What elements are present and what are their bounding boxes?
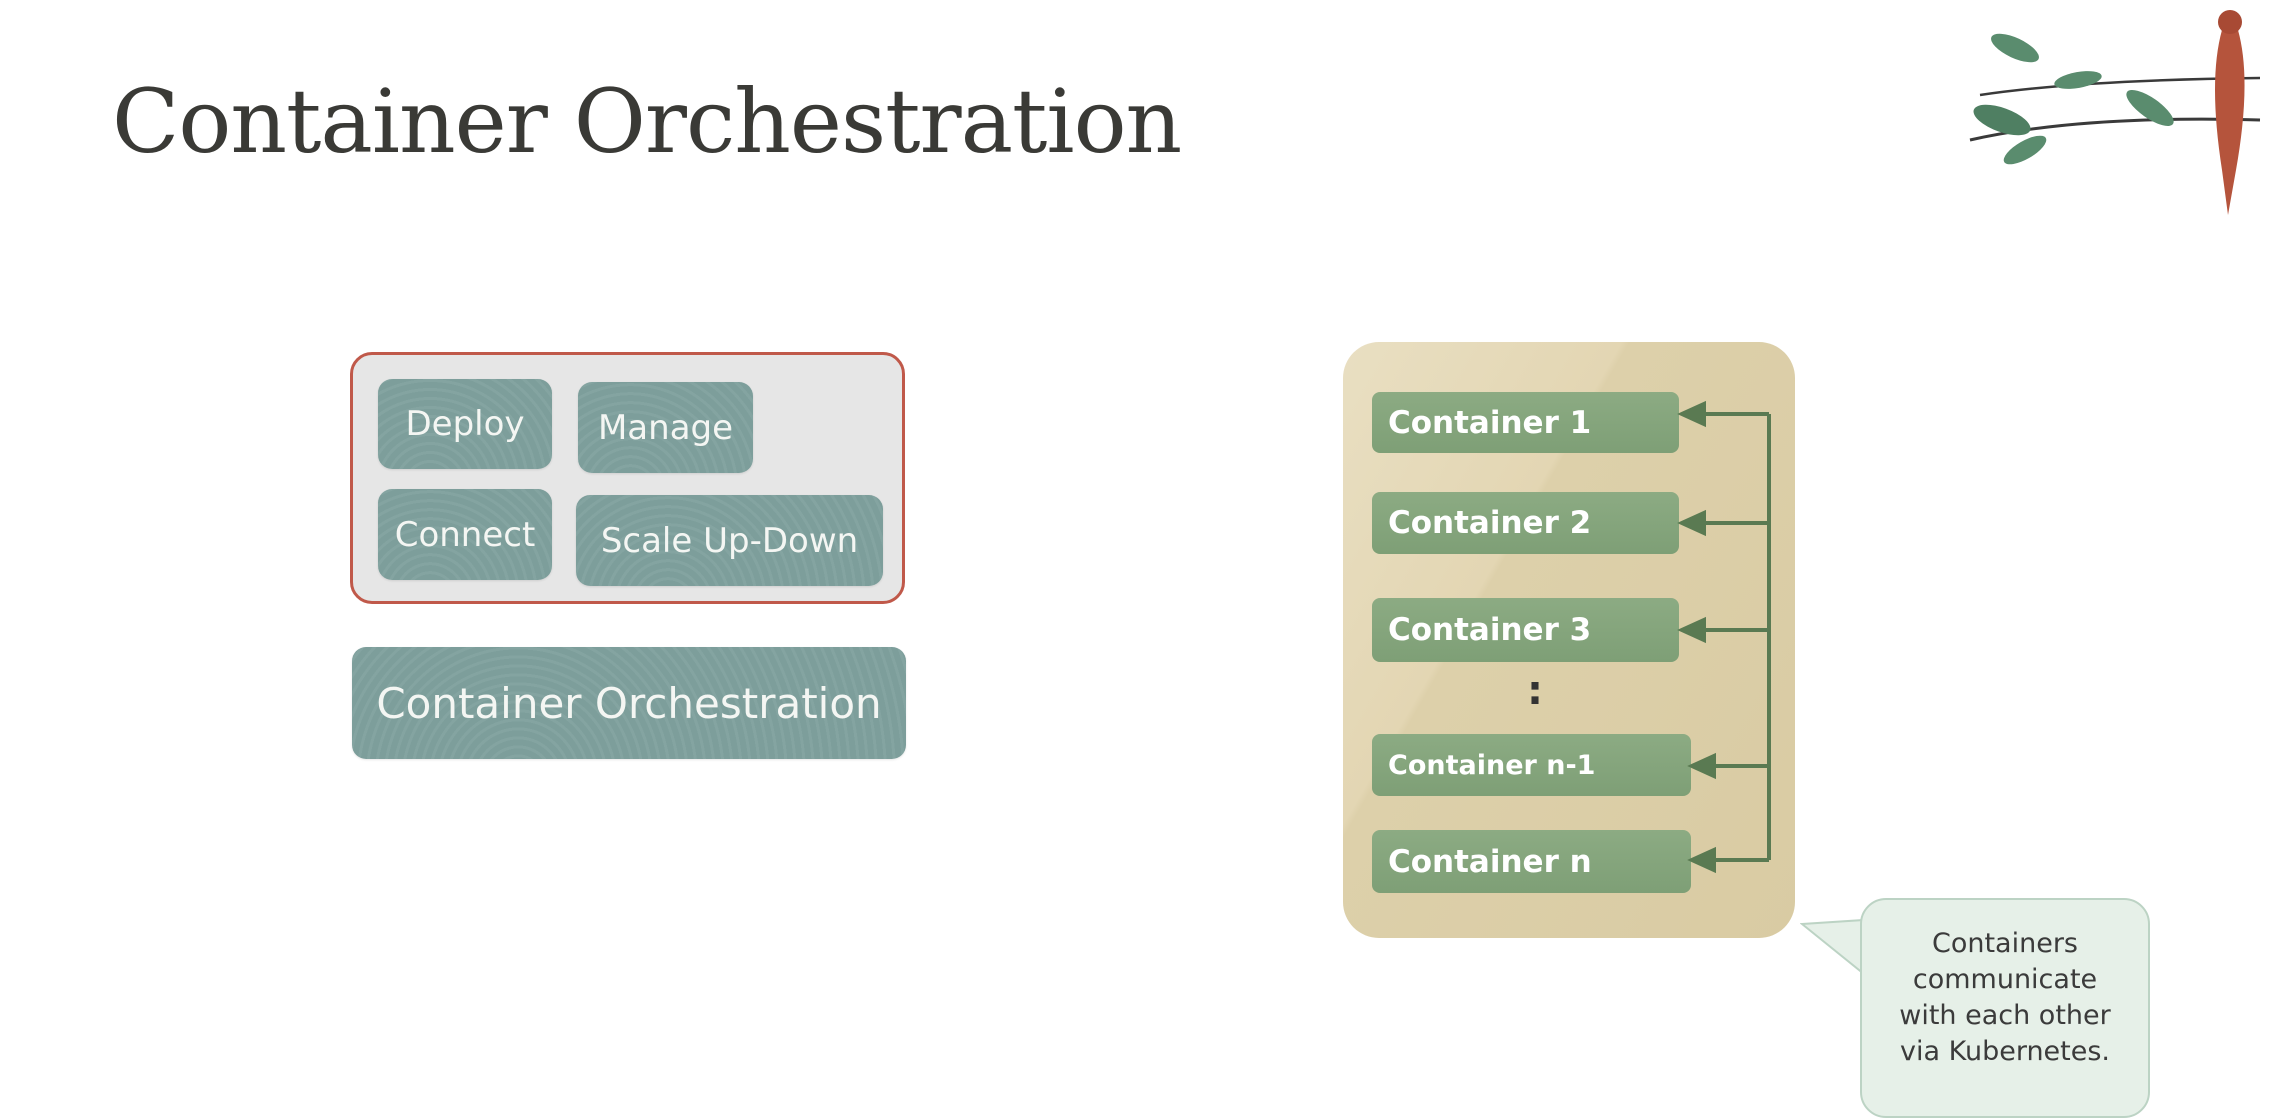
ellipsis: : [1527,668,1543,714]
callout-line: with each other [1899,1000,2111,1031]
container-1: Container 1 [1372,392,1679,453]
callout-bubble: Containers communicate with each other v… [1860,898,2150,1118]
callout-line: Containers [1931,928,2078,959]
container-2: Container 2 [1372,492,1679,554]
orchestration-layer: Container Orchestration [352,647,906,759]
manage-box: Manage [578,382,753,473]
slide-title: Container Orchestration [112,70,1182,173]
arrow-head-icon [1677,509,1706,537]
connect-box: Connect [378,489,552,580]
callout-line: communicate [1912,964,2098,995]
deploy-box: Deploy [378,379,552,469]
arrow-head-icon [1677,400,1706,428]
bird-on-branch-illustration [1969,10,2261,215]
arrow-head-icon [1687,846,1716,874]
arrow-head-icon [1687,752,1716,780]
container-n: Container n [1372,830,1691,893]
container-n-1: Container n-1 [1372,734,1691,796]
scale-box: Scale Up-Down [576,495,883,586]
arrow-head-icon [1677,616,1706,644]
container-3: Container 3 [1372,598,1679,662]
callout-line: via Kubernetes. [1899,1036,2111,1067]
communication-arrows [1677,400,1771,874]
